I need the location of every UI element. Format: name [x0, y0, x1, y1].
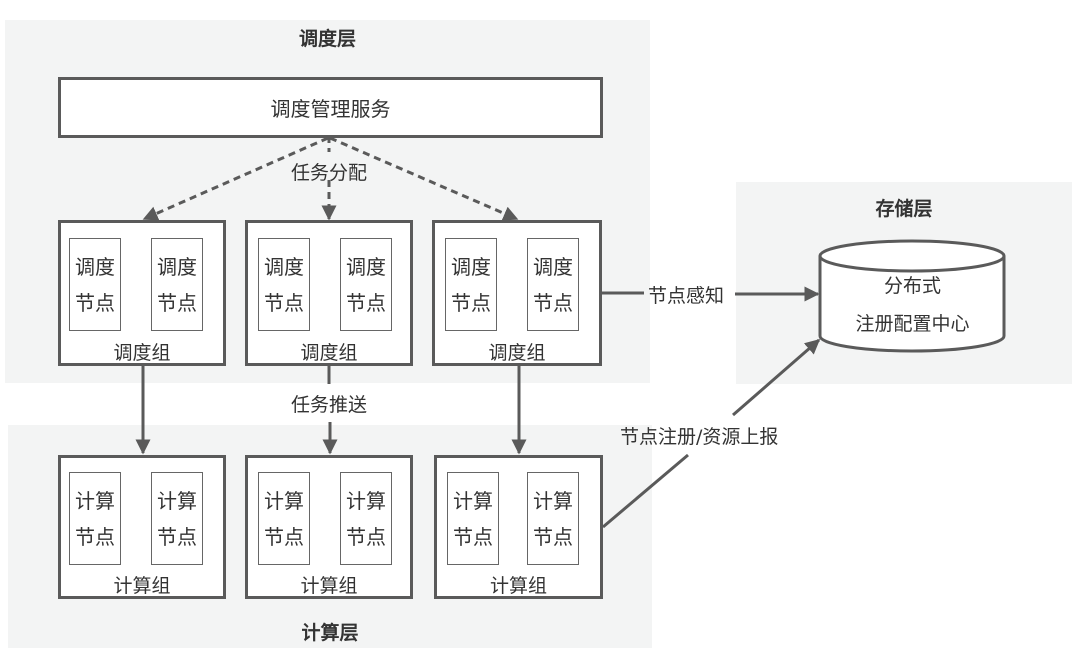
- group-label: 调度组: [300, 342, 358, 364]
- compute-node[interactable]: 计算 节点: [340, 472, 392, 565]
- compute-layer-title: 计算层: [301, 622, 359, 644]
- scheduling-node[interactable]: 调度 节点: [69, 238, 121, 331]
- registry-line-2: 注册配置中心: [855, 313, 970, 335]
- scheduling-node[interactable]: 调度 节点: [445, 238, 497, 331]
- registry-center[interactable]: 分布式 注册配置中心: [820, 270, 1005, 340]
- scheduling-group[interactable]: 调度 节点 调度 节点 调度组: [58, 220, 226, 366]
- node-sense-label: 节点感知: [648, 285, 725, 307]
- storage-layer-title: 存储层: [875, 198, 933, 220]
- compute-node[interactable]: 计算 节点: [69, 472, 121, 565]
- compute-node[interactable]: 计算 节点: [527, 472, 579, 565]
- task-assign-label: 任务分配: [291, 162, 368, 184]
- group-label: 计算组: [113, 575, 171, 597]
- registry-line-1: 分布式: [883, 275, 941, 297]
- scheduling-node[interactable]: 调度 节点: [151, 238, 203, 331]
- compute-node[interactable]: 计算 节点: [258, 472, 310, 565]
- scheduling-layer-title: 调度层: [298, 28, 356, 50]
- scheduling-node[interactable]: 调度 节点: [258, 238, 310, 331]
- scheduling-management-service[interactable]: 调度管理服务: [58, 77, 603, 138]
- node-register-label: 节点注册/资源上报: [620, 426, 779, 448]
- scheduling-node[interactable]: 调度 节点: [527, 238, 579, 331]
- compute-group[interactable]: 计算 节点 计算 节点 计算组: [245, 455, 413, 599]
- compute-group[interactable]: 计算 节点 计算 节点 计算组: [434, 455, 603, 599]
- compute-group[interactable]: 计算 节点 计算 节点 计算组: [58, 455, 226, 599]
- group-label: 调度组: [488, 342, 546, 364]
- group-label: 调度组: [113, 342, 171, 364]
- scheduling-group[interactable]: 调度 节点 调度 节点 调度组: [432, 220, 602, 366]
- service-label: 调度管理服务: [270, 97, 391, 121]
- group-label: 计算组: [300, 575, 358, 597]
- task-push-label: 任务推送: [291, 394, 368, 416]
- compute-node[interactable]: 计算 节点: [151, 472, 203, 565]
- compute-node[interactable]: 计算 节点: [447, 472, 499, 565]
- group-label: 计算组: [489, 575, 547, 597]
- scheduling-node[interactable]: 调度 节点: [340, 238, 392, 331]
- scheduling-group[interactable]: 调度 节点 调度 节点 调度组: [245, 220, 413, 366]
